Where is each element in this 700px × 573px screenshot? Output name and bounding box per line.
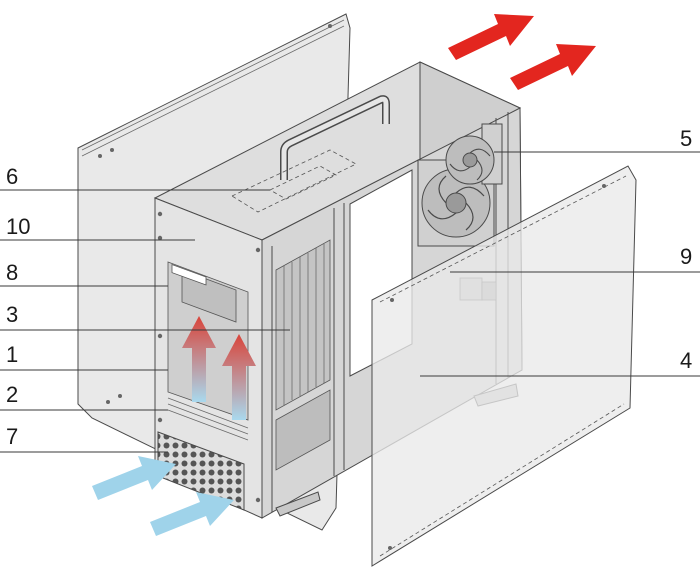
- intake-arrow-icon: [92, 456, 176, 500]
- label-4: 4: [680, 348, 692, 373]
- label-7: 7: [6, 424, 18, 449]
- cooling-fans: [417, 123, 503, 247]
- label-8: 8: [6, 260, 18, 285]
- label-3: 3: [6, 302, 18, 327]
- front-side-panel: [371, 165, 637, 567]
- label-6: 6: [6, 164, 18, 189]
- internal-airflow-arrows: [182, 316, 256, 420]
- label-5: 5: [680, 126, 692, 151]
- upflow-arrow-icon: [182, 316, 216, 402]
- exhaust-arrow-icon: [448, 14, 534, 60]
- intake-airflow-arrows: [92, 456, 234, 536]
- label-10: 10: [6, 214, 30, 239]
- exhaust-arrow-icon: [510, 44, 596, 90]
- upflow-arrow-icon: [222, 334, 256, 420]
- label-1: 1: [6, 342, 18, 367]
- card-slots: [275, 239, 331, 471]
- label-2: 2: [6, 382, 18, 407]
- carry-handle: [231, 95, 390, 213]
- intake-arrow-icon: [150, 492, 234, 536]
- callout-labels: 5 6 10 8 9 3 1 4 2 7: [6, 126, 692, 449]
- callout-leaders: [0, 151, 700, 453]
- exhaust-airflow-arrows: [448, 14, 596, 90]
- label-9: 9: [680, 244, 692, 269]
